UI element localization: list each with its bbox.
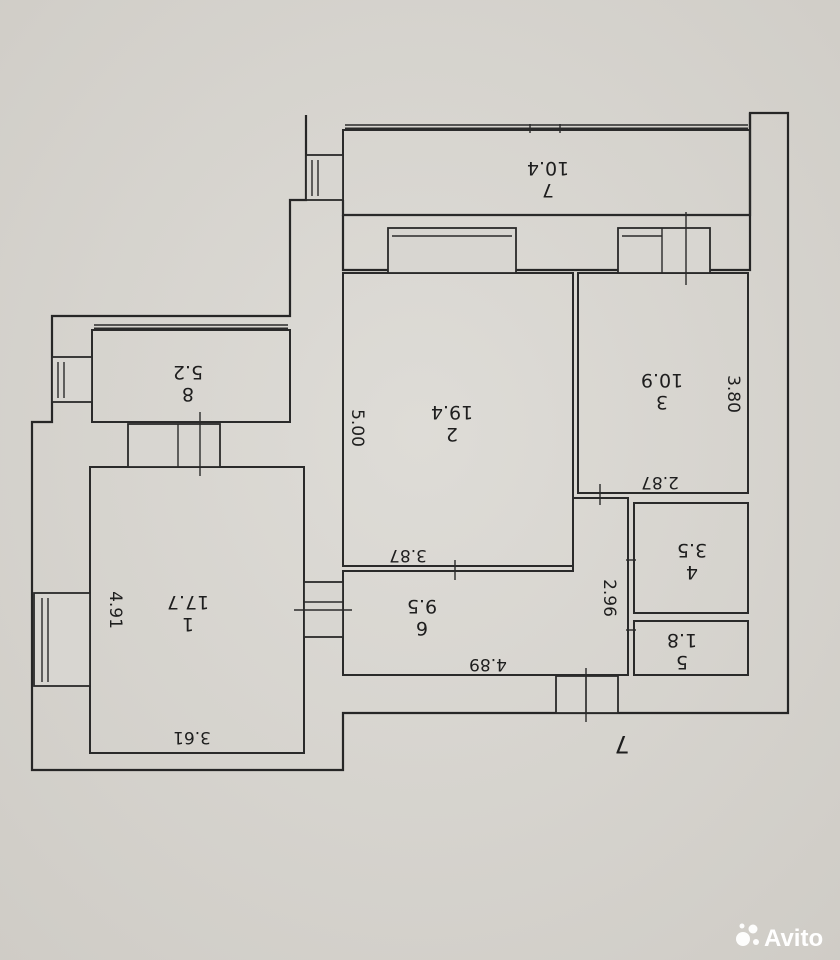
room-8-label: 8 5.2 xyxy=(173,361,203,405)
dimension-room-3-height: 3.80 xyxy=(723,375,743,413)
room-3-number: 3 xyxy=(656,391,668,413)
room-1-label: 1 17.7 xyxy=(167,591,209,635)
dimension-room-6-height: 2.96 xyxy=(599,579,619,617)
room-4-area: 3.5 xyxy=(677,539,707,561)
room-2-area: 19.4 xyxy=(431,401,473,423)
room-1-area: 17.7 xyxy=(167,591,209,613)
window-room-2-top xyxy=(387,227,517,274)
room-8-area: 5.2 xyxy=(173,361,203,383)
room-1-number: 1 xyxy=(182,613,194,635)
room-3-label: 3 10.9 xyxy=(641,369,683,413)
avito-logo-dot-2 xyxy=(748,924,758,934)
avito-logo-dot-1 xyxy=(736,932,750,946)
room-2-label: 2 19.4 xyxy=(431,401,473,445)
avito-watermark-text: Avito xyxy=(764,925,823,952)
opening-entrance xyxy=(555,675,619,714)
room-5-label: 5 1.8 xyxy=(667,629,697,673)
room-6-outline xyxy=(342,497,629,676)
opening-details xyxy=(41,160,687,722)
dimension-labels: 4.91 3.61 5.00 3.87 3.80 2.87 2.96 4.89 xyxy=(105,375,743,747)
dimension-room-6-width: 4.89 xyxy=(469,654,507,674)
room-6-label: 6 9.5 xyxy=(407,595,437,639)
room-labels: 7 10.4 8 5.2 2 19.4 3 10.9 4 3.5 5 1.8 6… xyxy=(167,157,707,673)
window-room-1-left xyxy=(33,592,91,687)
room-8-number: 8 xyxy=(182,383,194,405)
balcony-glazing-ticks xyxy=(94,124,748,326)
room-6-area: 9.5 xyxy=(407,595,437,617)
avito-watermark: Avito xyxy=(736,923,823,952)
opening-room-1-top xyxy=(127,423,221,468)
dimension-room-2-height: 5.00 xyxy=(347,409,367,447)
room-5-outline xyxy=(633,620,749,676)
balcony-glazing xyxy=(94,127,748,331)
dimension-room-2-width: 3.87 xyxy=(389,545,427,565)
room-6-number: 6 xyxy=(416,617,428,639)
corner-mark: 7 xyxy=(614,730,629,758)
room-5-number: 5 xyxy=(676,651,688,673)
avito-logo-dot-4 xyxy=(739,923,745,929)
room-2-number: 2 xyxy=(446,423,458,445)
avito-logo-dot-3 xyxy=(753,939,759,945)
window-room-3-top xyxy=(617,227,711,274)
room-4-outline xyxy=(633,502,749,614)
room-7-area: 10.4 xyxy=(527,157,569,179)
room-4-number: 4 xyxy=(686,561,698,583)
room-7-number: 7 xyxy=(542,179,554,201)
dimension-room-3-width: 2.87 xyxy=(641,472,679,492)
room-7-label: 7 10.4 xyxy=(527,157,569,201)
dimension-room-1-height: 4.91 xyxy=(105,591,125,629)
room-4-label: 4 3.5 xyxy=(677,539,707,583)
room-5-area: 1.8 xyxy=(667,629,697,651)
dimension-room-1-width: 3.61 xyxy=(173,727,211,747)
room-3-area: 10.9 xyxy=(641,369,683,391)
